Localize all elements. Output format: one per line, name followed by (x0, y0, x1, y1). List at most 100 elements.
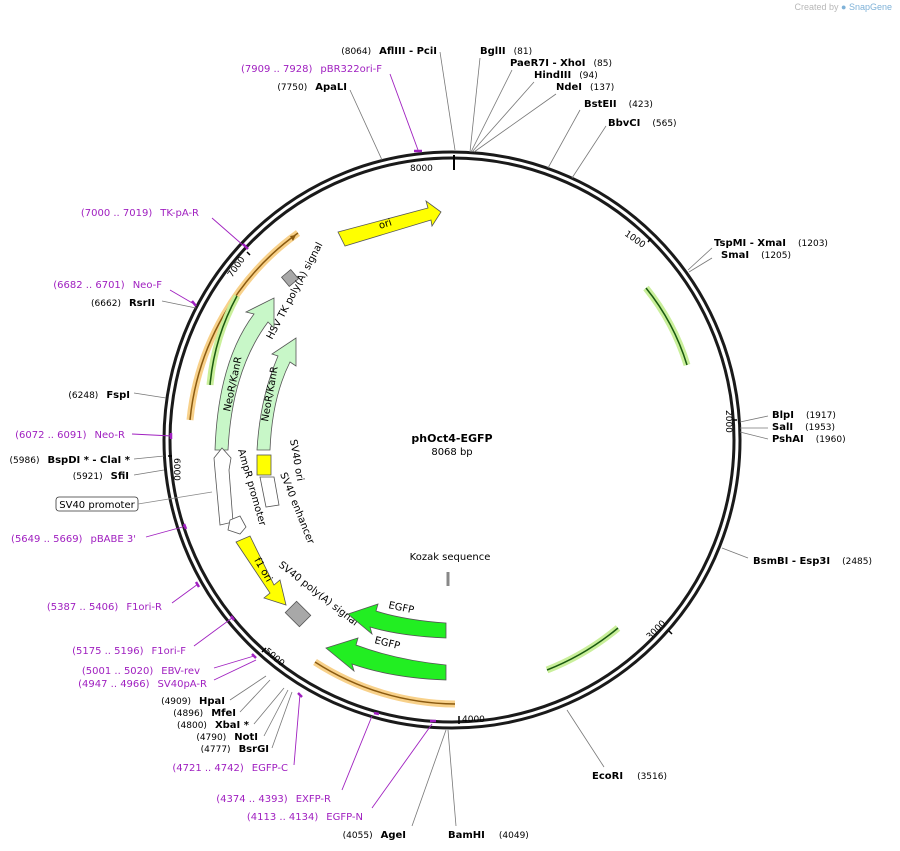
hsv-tk-polya-feature[interactable] (280, 268, 300, 288)
leader-line (133, 469, 165, 476)
primer-leader (171, 583, 199, 604)
enzyme-site-bamhi[interactable]: BamHI(4049) (448, 830, 529, 841)
tick-mark (647, 237, 652, 243)
enzyme-site-ecori[interactable]: EcoRI(3516) (592, 771, 667, 782)
primer-sv40pa-r[interactable]: (4947 .. 4966)SV40pA-R (78, 679, 207, 690)
leader-line (271, 691, 293, 749)
leader-line (571, 125, 607, 179)
enzyme-site-xbai[interactable]: (4800)XbaI * (177, 720, 250, 731)
primer-mark (182, 523, 188, 530)
leader-line (349, 89, 383, 161)
enzyme-site-noti[interactable]: (4790)NotI (196, 732, 258, 743)
tick-label-6000: 6000 (171, 458, 181, 481)
plasmid-size: 8068 bp (431, 447, 472, 458)
created-by-text: Created by (794, 2, 839, 12)
primer-leader (131, 433, 173, 437)
sv40-promoter-feature[interactable] (213, 447, 234, 526)
enzyme-site-bbvci[interactable]: BbvCI(565) (608, 118, 677, 129)
sv40-enhancer-feature[interactable] (259, 476, 280, 508)
snapgene-logo-icon: ● (841, 2, 847, 12)
enzyme-site-fspi[interactable]: (6248)FspI (68, 390, 130, 401)
enzyme-site-bsmbi-esp3i[interactable]: BsmBI - Esp3I(2485) (753, 556, 872, 567)
tick-label-8000: 8000 (410, 164, 433, 174)
neokan-feature-outer[interactable] (214, 297, 275, 451)
orf-arc-green-lower (545, 625, 621, 674)
enzyme-site-afliii-pcii[interactable]: (8064)AflIII - PciI (341, 46, 437, 57)
tick-marks (168, 155, 737, 724)
primer-neo-r[interactable]: (6072 .. 6091)Neo-R (15, 430, 125, 441)
leader-line (721, 547, 749, 559)
primer-egfp-n[interactable]: (4113 .. 4134)EGFP-N (247, 812, 363, 823)
orf-arc-green-lower-line (546, 627, 619, 671)
leader-line (239, 679, 271, 713)
primer-leader (371, 723, 433, 809)
primer-leader (213, 659, 257, 681)
primer-tk-pa-r[interactable]: (7000 .. 7019)TK-pA-R (81, 208, 199, 219)
ampr-promoter-feature[interactable] (227, 515, 247, 535)
enzyme-site-agei[interactable]: (4055)AgeI (343, 830, 406, 841)
sv40-ori-feature[interactable] (256, 454, 272, 476)
ori-feature[interactable] (337, 199, 442, 247)
enzyme-site-hindiii[interactable]: HindIII(94) (534, 70, 598, 81)
enzyme-site-pshai[interactable]: PshAI(1960) (772, 434, 846, 445)
enzyme-site-mfei[interactable]: (4896)MfeI (173, 708, 236, 719)
egfp-feature-lower[interactable] (325, 637, 447, 681)
f1-ori-feature[interactable] (235, 535, 287, 606)
primer-neo-f[interactable]: (6682 .. 6701)Neo-F (53, 280, 162, 291)
primer-mark (251, 653, 257, 659)
enzyme-site-apali[interactable]: (7750)ApaLI (277, 82, 347, 93)
primer-leader (341, 715, 373, 791)
enzyme-site-tspmi-xmai[interactable]: TspMI - XmaI(1203) (714, 238, 828, 249)
orf-arc-green-right-line (645, 287, 688, 366)
enzyme-site-sfii[interactable]: (5921)SfiI (73, 471, 129, 482)
leader-line (447, 729, 457, 827)
neokan-feature-inner[interactable] (256, 337, 297, 451)
leader-line (263, 689, 289, 737)
enzyme-site-bglii[interactable]: BglII(81) (480, 46, 532, 57)
backbone-outer-circle (162, 150, 742, 730)
enzyme-labels-left: (8064)AflIII - PciI (7750)ApaLI (6662)Rs… (10, 46, 437, 841)
primer-f1ori-r[interactable]: (5387 .. 5406)F1ori-R (47, 602, 162, 613)
primer-f1ori-f[interactable]: (5175 .. 5196)F1ori-F (72, 646, 186, 657)
tick-mark (668, 630, 673, 635)
primer-egfp-c[interactable]: (4721 .. 4742)EGFP-C (172, 763, 288, 774)
enzyme-site-bsrgi[interactable]: (4777)BsrGI (201, 744, 269, 755)
leader-line (253, 687, 285, 725)
sv40-enhancer-label: SV40 enhancer (277, 471, 316, 547)
enzyme-site-smai[interactable]: SmaI(1205) (721, 250, 791, 261)
enzyme-site-ndei[interactable]: NdeI(137) (556, 82, 614, 93)
primer-mark (194, 581, 201, 588)
leader-line (469, 57, 481, 153)
primer-mark (191, 300, 197, 307)
primer-leader (145, 525, 187, 538)
leader-line (133, 455, 165, 460)
enzyme-site-bspdi-clai[interactable]: (5986)BspDI * - ClaI * (10, 455, 131, 466)
kozak-label: Kozak sequence (410, 552, 491, 563)
primer-leader (169, 289, 195, 305)
orf-arc-green-left-line (209, 295, 238, 386)
orf-arc-green-right (643, 285, 691, 367)
enzyme-site-hpai[interactable]: (4909)HpaI (161, 696, 225, 707)
leader-line (739, 431, 769, 440)
primer-leader (213, 655, 255, 669)
primer-exfp-r[interactable]: (4374 .. 4393)EXFP-R (216, 794, 331, 805)
tick-label-2000: 2000 (723, 410, 733, 433)
enzyme-leader-lines (133, 51, 769, 827)
sv40-polya-feature[interactable] (284, 600, 312, 628)
sv40-polya-label: SV40 poly(A) signal (276, 560, 360, 629)
enzyme-site-blpi[interactable]: BlpI(1917) (772, 410, 836, 421)
enzyme-site-rsrii[interactable]: (6662)RsrII (91, 298, 155, 309)
egfp-feature-upper[interactable] (347, 603, 447, 639)
primer-pbabe-3[interactable]: (5649 .. 5669)pBABE 3' (11, 534, 136, 545)
enzyme-site-sali[interactable]: SalI(1953) (772, 422, 835, 433)
enzyme-site-bsteii[interactable]: BstEII(423) (584, 99, 653, 110)
leader-line (470, 69, 513, 153)
primer-ebv-rev[interactable]: (5001 .. 5020)EBV-rev (82, 666, 200, 677)
leader-line (566, 709, 605, 768)
primer-mark (230, 615, 235, 621)
leader-line (471, 81, 535, 153)
primer-pbr322ori-f[interactable]: (7909 .. 7928)pBR322ori-F (241, 64, 382, 75)
backbone-inner-circle (168, 156, 736, 724)
enzyme-site-paer7i-xhoi[interactable]: PaeR7I - XhoI(85) (510, 58, 612, 69)
